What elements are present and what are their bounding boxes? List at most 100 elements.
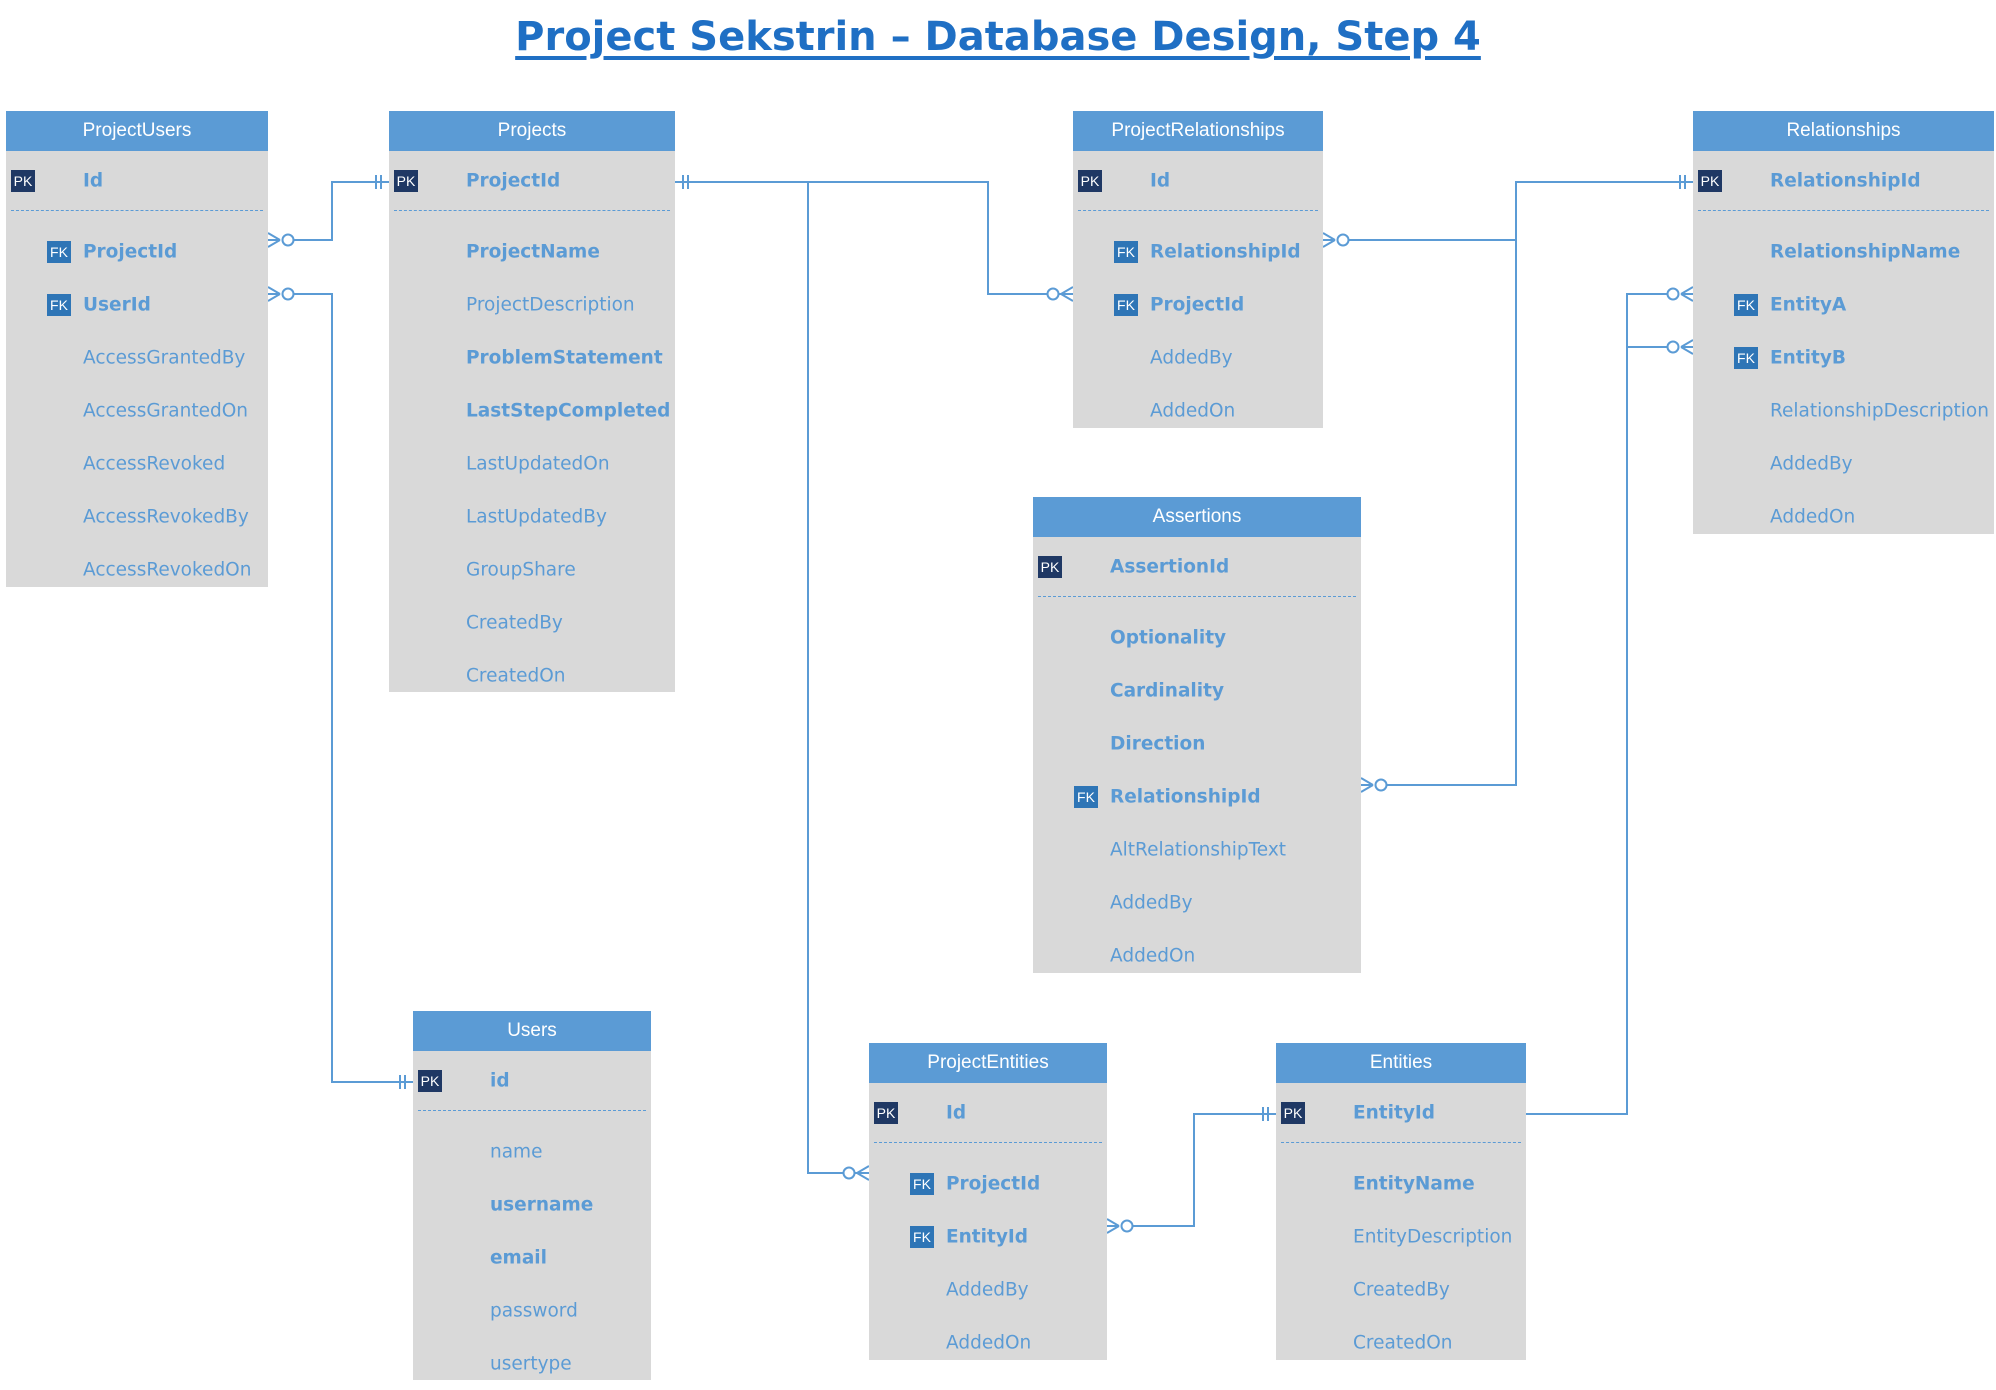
field-row: Direction xyxy=(1033,717,1361,770)
field-name: AssertionId xyxy=(1110,556,1230,577)
foreign-key-badge: FK xyxy=(47,293,71,316)
field-row: email xyxy=(413,1231,651,1284)
field-row: EntityDescription xyxy=(1276,1210,1526,1263)
field-name: ProjectId xyxy=(466,170,561,191)
field-name: ProjectId xyxy=(83,241,178,262)
crows-foot-marker xyxy=(1360,777,1374,786)
field-name: name xyxy=(490,1141,543,1162)
field-name: AddedBy xyxy=(1110,892,1193,913)
crows-foot-marker xyxy=(267,293,281,302)
table-header: Projects xyxy=(389,111,675,151)
field-name: AccessRevokedOn xyxy=(83,559,252,580)
field-name: AddedOn xyxy=(1150,400,1236,421)
field-name: AccessRevokedBy xyxy=(83,506,249,527)
field-name: EntityId xyxy=(946,1226,1029,1247)
foreign-key-badge: FK xyxy=(1734,293,1758,316)
foreign-key-badge: FK xyxy=(1734,346,1758,369)
field-row: username xyxy=(413,1178,651,1231)
foreign-key-badge: FK xyxy=(910,1225,934,1248)
primary-key-badge: PK xyxy=(1078,169,1102,192)
crows-foot-marker xyxy=(1060,286,1074,295)
field-row: AccessGrantedOn xyxy=(6,384,268,437)
field-name: EntityName xyxy=(1353,1173,1475,1194)
field-name: Id xyxy=(946,1102,967,1123)
field-row: LastStepCompleted xyxy=(389,384,675,437)
field-name: AddedOn xyxy=(946,1332,1032,1353)
field-row: LastUpdatedBy xyxy=(389,490,675,543)
foreign-key-badge: FK xyxy=(1114,293,1138,316)
field-row: GroupShare xyxy=(389,543,675,596)
crows-foot-marker xyxy=(1680,293,1694,302)
field-name: ProjectId xyxy=(946,1173,1041,1194)
table-header: ProjectEntities xyxy=(869,1043,1107,1083)
crows-foot-marker xyxy=(1680,339,1694,348)
primary-key-badge: PK xyxy=(1038,555,1062,578)
zero-optional-marker xyxy=(1120,1219,1134,1233)
field-row: LastUpdatedOn xyxy=(389,437,675,490)
field-row: AddedOn xyxy=(1033,929,1361,982)
field-name: AccessGrantedBy xyxy=(83,347,246,368)
crows-foot-marker xyxy=(1322,232,1336,241)
field-name: ProjectDescription xyxy=(466,294,635,315)
field-row: AddedBy xyxy=(1693,437,1994,490)
field-name: CreatedOn xyxy=(466,665,566,686)
field-name: RelationshipDescription xyxy=(1770,400,1989,421)
field-row: AddedOn xyxy=(869,1316,1107,1369)
primary-key-badge: PK xyxy=(394,169,418,192)
field-row: AccessRevokedOn xyxy=(6,543,268,596)
field-row: Optionality xyxy=(1033,611,1361,664)
field-row: AccessGrantedBy xyxy=(6,331,268,384)
field-row: AccessRevoked xyxy=(6,437,268,490)
crows-foot-marker xyxy=(1060,293,1074,302)
field-row: Cardinality xyxy=(1033,664,1361,717)
connector-projectrelationships-relationships xyxy=(1349,181,1693,241)
field-name: password xyxy=(490,1300,578,1321)
field-name: GroupShare xyxy=(466,559,576,580)
crows-foot-marker xyxy=(1322,239,1336,248)
crows-foot-marker xyxy=(856,1172,870,1181)
field-name: Id xyxy=(83,170,104,191)
field-name: ProjectId xyxy=(1150,294,1245,315)
connector-projectusers-users xyxy=(294,293,413,1083)
crows-foot-marker xyxy=(856,1165,870,1174)
primary-key-badge: PK xyxy=(1698,169,1722,192)
table-header: Relationships xyxy=(1693,111,1994,151)
field-row: name xyxy=(413,1125,651,1178)
foreign-key-badge: FK xyxy=(910,1172,934,1195)
field-row: EntityName xyxy=(1276,1157,1526,1210)
field-name: EntityId xyxy=(1353,1102,1436,1123)
connector-assertions-relationships xyxy=(1387,240,1517,786)
zero-optional-marker xyxy=(281,287,295,301)
crows-foot-marker xyxy=(267,232,281,241)
field-name: AddedBy xyxy=(1770,453,1853,474)
field-row: AddedBy xyxy=(1073,331,1323,384)
connector-projectusers-projects xyxy=(294,181,389,241)
field-row: AddedOn xyxy=(1073,384,1323,437)
field-name: CreatedBy xyxy=(1353,1279,1450,1300)
table-header: Entities xyxy=(1276,1043,1526,1083)
field-row: CreatedBy xyxy=(389,596,675,649)
primary-key-badge: PK xyxy=(874,1101,898,1124)
field-row: FK ProjectId xyxy=(1073,278,1323,331)
field-name: LastUpdatedOn xyxy=(466,453,610,474)
table-header: Assertions xyxy=(1033,497,1361,537)
field-row: ProjectName xyxy=(389,225,675,278)
field-row: ProblemStatement xyxy=(389,331,675,384)
field-row: FK EntityA xyxy=(1693,278,1994,331)
field-row: CreatedOn xyxy=(389,649,675,702)
field-name: EntityA xyxy=(1770,294,1847,315)
field-name: LastStepCompleted xyxy=(466,400,671,421)
field-row: PK Id xyxy=(874,1083,1102,1143)
